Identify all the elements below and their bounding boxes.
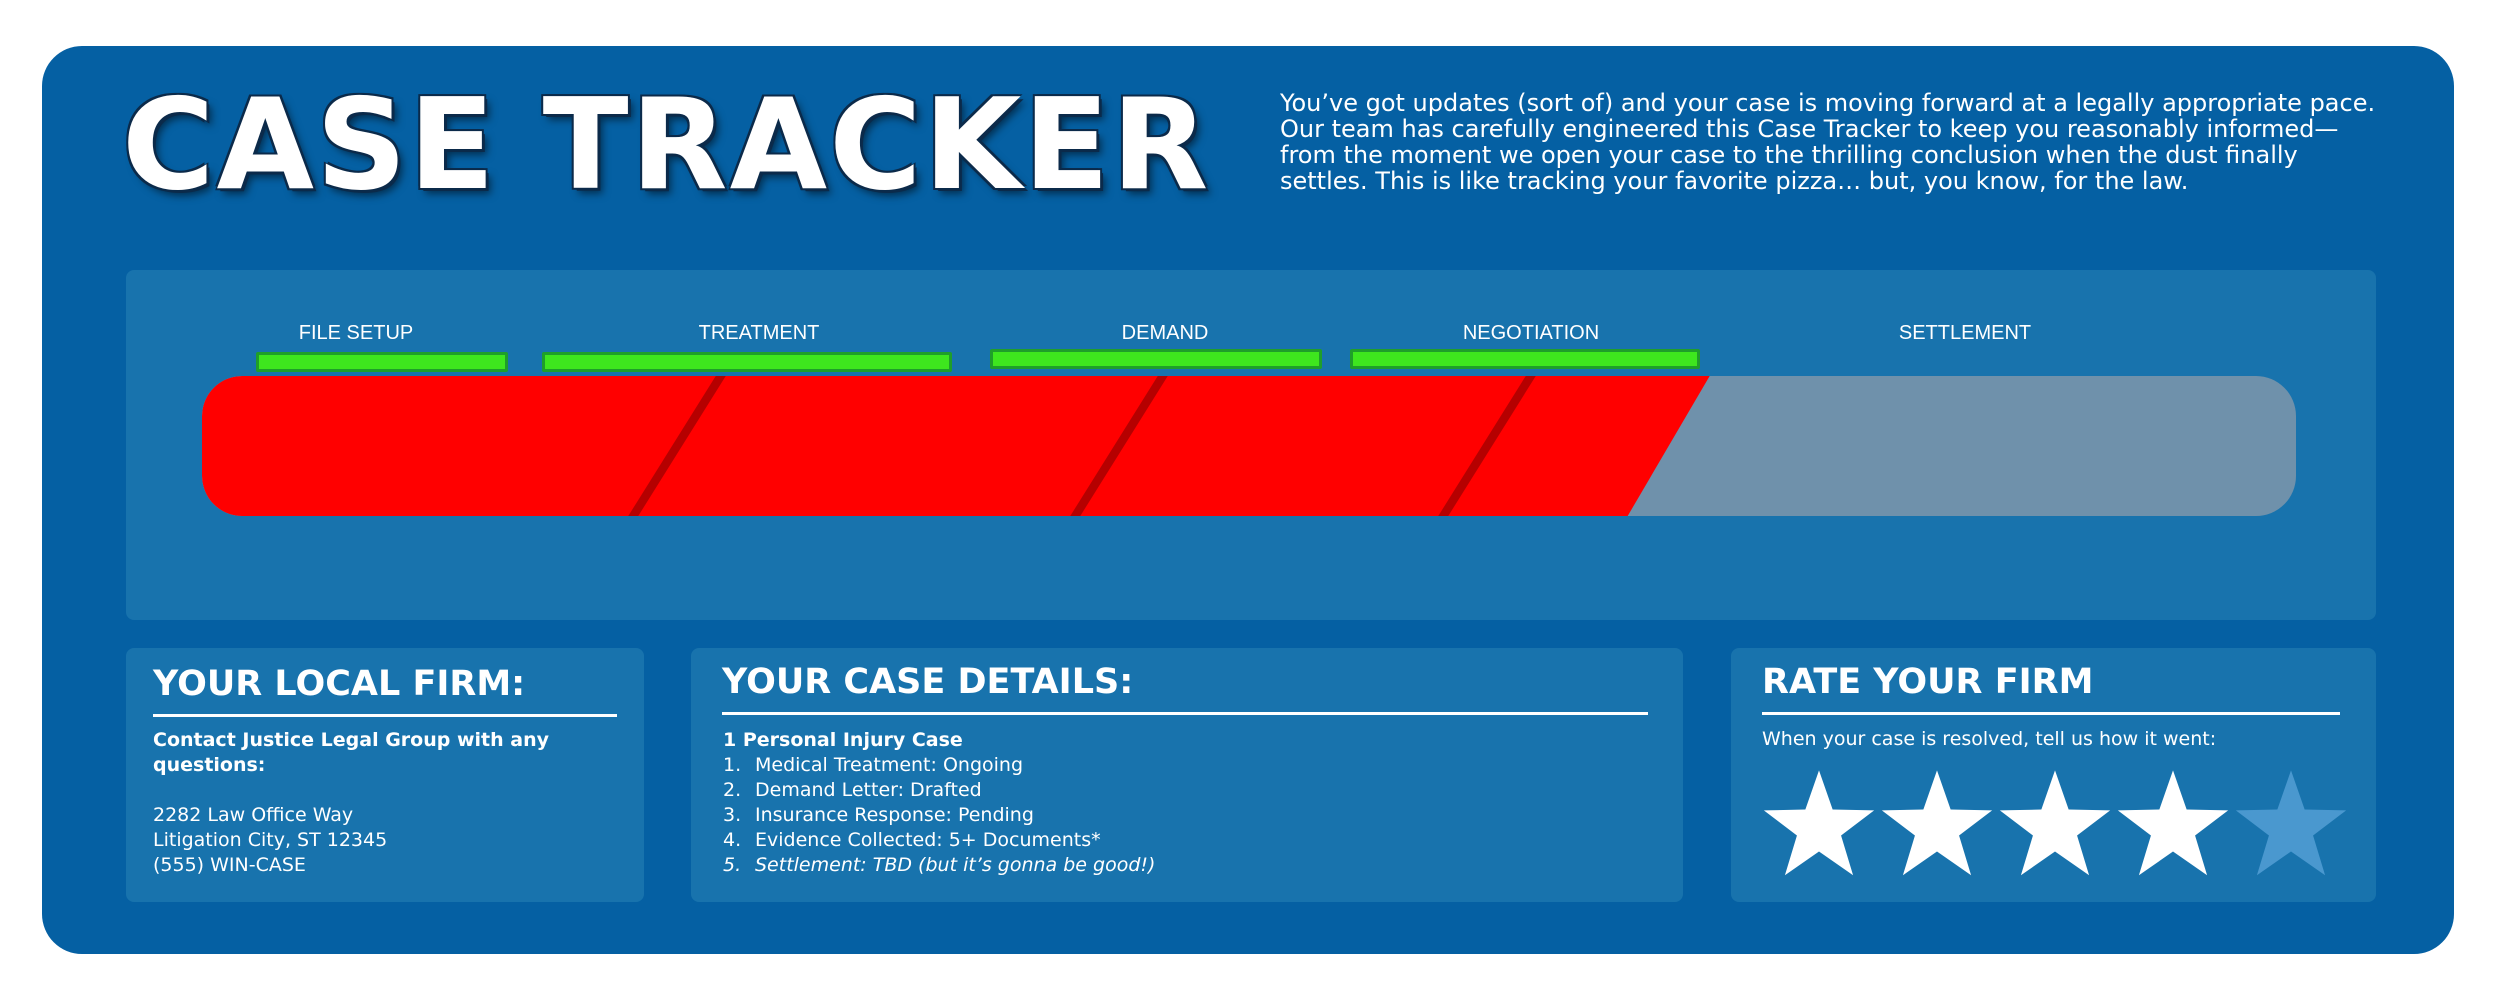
firm-address-line-1: 2282 Law Office Way xyxy=(153,804,354,826)
stage-label-file-setup: FILE SETUP xyxy=(298,322,414,344)
stage-label-demand: DEMAND xyxy=(1121,322,1209,344)
star-icon[interactable] xyxy=(2115,768,2231,884)
stage-complete-marker-file-setup xyxy=(256,352,508,372)
intro-text: You’ve got updates (sort of) and your ca… xyxy=(1280,89,2376,195)
stage-label-negotiation: NEGOTIATION xyxy=(1462,322,1600,344)
list-item: 2.Demand Letter: Drafted xyxy=(723,779,982,801)
list-item: 4.Evidence Collected: 5+ Documents* xyxy=(723,829,1101,851)
case-details-box: YOUR CASE DETAILS: 1 Personal Injury Cas… xyxy=(691,648,1683,902)
firm-heading-rule xyxy=(153,714,617,717)
list-item: 3.Insurance Response: Pending xyxy=(723,804,1034,826)
local-firm-box: YOUR LOCAL FIRM: Contact Justice Legal G… xyxy=(126,648,644,902)
case-heading-rule xyxy=(722,712,1648,715)
firm-contact-block: Contact Justice Legal Group with any que… xyxy=(153,728,593,878)
page-title: CASE TRACKER xyxy=(122,71,1211,218)
case-heading: YOUR CASE DETAILS: xyxy=(722,662,1134,702)
star-icon[interactable] xyxy=(1997,768,2113,884)
stage-label-settlement: SETTLEMENT xyxy=(1898,322,2032,344)
stage-complete-marker-negotiation xyxy=(1350,349,1700,369)
rate-prompt: When your case is resolved, tell us how … xyxy=(1762,728,2217,750)
star-rating[interactable] xyxy=(1761,768,2349,884)
firm-contact-text: Contact Justice Legal Group with any que… xyxy=(153,729,549,776)
stage-complete-marker-demand xyxy=(990,349,1322,369)
rate-heading: RATE YOUR FIRM xyxy=(1762,662,2094,702)
list-item: 1.Medical Treatment: Ongoing xyxy=(723,754,1024,776)
star-icon[interactable] xyxy=(1761,768,1877,884)
stage-complete-marker-treatment xyxy=(542,352,952,372)
rate-firm-box: RATE YOUR FIRM When your case is resolve… xyxy=(1731,648,2376,902)
firm-phone[interactable]: (555) WIN-CASE xyxy=(153,854,306,876)
case-summary: 1 Personal Injury Case xyxy=(723,729,963,751)
star-icon[interactable] xyxy=(2233,768,2349,884)
firm-heading: YOUR LOCAL FIRM: xyxy=(153,664,526,704)
list-item: 5.Settlement: TBD (but it’s gonna be goo… xyxy=(723,854,1156,876)
progress-track xyxy=(202,376,2296,516)
case-details-list: 1 Personal Injury Case 1.Medical Treatme… xyxy=(723,728,1155,878)
star-icon[interactable] xyxy=(1879,768,1995,884)
firm-address-line-2: Litigation City, ST 12345 xyxy=(153,829,388,851)
stage-label-treatment: TREATMENT xyxy=(698,322,820,344)
rate-heading-rule xyxy=(1762,712,2340,715)
